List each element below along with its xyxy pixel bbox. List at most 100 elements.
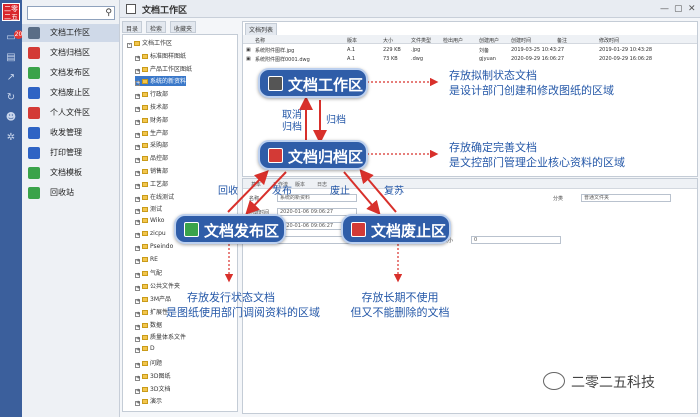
tab-favorites[interactable]: 收藏夹 — [170, 21, 197, 33]
field-input[interactable]: 0 — [471, 236, 561, 244]
detail-tab[interactable]: 版本 — [295, 182, 306, 188]
expand-icon[interactable]: + — [135, 232, 141, 238]
tree-node[interactable]: +RE — [135, 256, 158, 264]
tree-node[interactable]: +品控部 — [135, 153, 168, 164]
expand-icon[interactable]: + — [135, 362, 141, 368]
tree-node[interactable]: +质量体系文件 — [135, 332, 186, 343]
settings-icon[interactable]: ✲ — [6, 132, 16, 143]
expand-icon[interactable]: + — [135, 374, 141, 381]
tree-node[interactable]: +扩展性 — [135, 307, 168, 317]
tree-node[interactable]: +数据 — [135, 320, 162, 330]
tree-node[interactable]: +行政部 — [135, 89, 168, 100]
expand-icon[interactable]: + — [135, 144, 141, 151]
column-header[interactable]: 版本 — [347, 38, 358, 44]
tree-node[interactable]: +在线测试 — [135, 192, 174, 202]
tree-node[interactable]: +技术部 — [135, 102, 168, 112]
tree-node[interactable]: +Pseindo — [135, 243, 173, 251]
tree-node[interactable]: +气配 — [135, 268, 162, 279]
expand-icon[interactable]: + — [135, 219, 141, 226]
column-header[interactable]: 检出用户 — [443, 38, 464, 44]
expand-icon[interactable]: + — [135, 106, 141, 112]
collapse-icon[interactable]: - — [127, 42, 132, 48]
nav-item[interactable]: 收发管理 — [22, 124, 119, 142]
column-header[interactable]: 创建用户 — [479, 38, 500, 44]
nav-search-input[interactable] — [28, 7, 100, 19]
expand-icon[interactable]: + — [135, 195, 141, 202]
expand-icon[interactable]: + — [135, 323, 141, 330]
column-header[interactable]: 名称 — [255, 38, 266, 44]
tree-node[interactable]: +标准图样图纸 — [135, 51, 186, 61]
expand-icon[interactable]: + — [135, 347, 141, 354]
expand-icon[interactable]: + — [135, 182, 141, 189]
tree-node[interactable]: +产品工作区图纸 — [135, 64, 192, 74]
expand-icon[interactable]: + — [135, 298, 141, 304]
tree-node[interactable]: +Wiko — [135, 217, 164, 226]
column-header[interactable]: 创建时间 — [511, 38, 532, 44]
nav-item[interactable]: 文档模板 — [22, 164, 119, 182]
expand-icon[interactable]: + — [135, 285, 141, 292]
tab-search[interactable]: 检索 — [146, 21, 167, 33]
expand-icon[interactable]: + — [135, 310, 141, 317]
tab-directory[interactable]: 目录 — [122, 21, 143, 33]
nav-item[interactable]: 文档发布区 — [22, 64, 119, 82]
expand-icon[interactable]: + — [135, 118, 141, 125]
detail-tab[interactable]: 日志 — [317, 182, 328, 188]
expand-icon[interactable]: + — [135, 257, 141, 264]
people-icon[interactable]: ☻ — [5, 112, 17, 123]
nav-item[interactable]: 文档归档区 — [22, 44, 119, 62]
expand-icon[interactable]: + — [135, 157, 141, 164]
field-input[interactable] — [277, 236, 357, 244]
field-input[interactable]: 2020-01-06 09:06:27 — [277, 208, 357, 216]
minimize-icon[interactable]: — — [660, 4, 669, 14]
tree-node[interactable]: +3D图纸 — [135, 371, 170, 381]
refresh-icon[interactable]: ↻ — [6, 92, 16, 103]
tree-node[interactable]: +工艺部 — [135, 179, 168, 189]
expand-icon[interactable]: + — [135, 336, 141, 343]
tree-node[interactable]: +测试 — [135, 204, 162, 215]
tree-node[interactable]: +3D文档 — [135, 384, 170, 394]
tree-node[interactable]: +问题 — [135, 358, 162, 368]
expand-icon[interactable]: + — [135, 67, 141, 74]
tree-node[interactable]: +采购部 — [135, 140, 168, 151]
column-header[interactable]: 修改时间 — [599, 38, 620, 44]
tree-node[interactable]: +演示 — [135, 396, 162, 407]
search-icon[interactable]: ⚲ — [105, 8, 112, 18]
field-input[interactable]: 普通文件夹 — [581, 194, 671, 202]
document-icon[interactable]: ▤ — [6, 52, 16, 63]
expand-icon[interactable]: + — [135, 131, 141, 138]
expand-icon[interactable]: + — [135, 400, 141, 407]
nav-item[interactable]: 回收站 — [22, 184, 119, 202]
expand-icon[interactable]: + — [135, 54, 141, 61]
tree-node[interactable]: +D — [135, 345, 155, 354]
expand-icon[interactable]: + — [135, 93, 141, 100]
tree-node[interactable]: +zicpu — [135, 230, 166, 238]
expand-icon[interactable]: + — [135, 272, 141, 279]
close-icon[interactable]: ✕ — [688, 4, 696, 14]
expand-icon[interactable]: + — [135, 387, 141, 394]
column-header[interactable]: 备注 — [557, 38, 568, 44]
tree-node[interactable]: +系统的新资料 — [135, 76, 187, 87]
column-header[interactable]: 大小 — [383, 38, 394, 44]
tree-node[interactable]: +公共文件夹 — [135, 281, 180, 292]
field-input[interactable]: 系统的新资料 — [277, 194, 357, 202]
nav-item[interactable]: 个人文件区 — [22, 104, 119, 122]
chart-icon[interactable]: ↗ — [6, 72, 16, 83]
detail-tab[interactable]: 工作流 — [273, 182, 289, 188]
field-input[interactable]: 2020-01-06 09:06:27 — [277, 222, 357, 230]
detail-tab[interactable]: 基本 — [251, 182, 262, 188]
tree-node[interactable]: +财务部 — [135, 115, 168, 125]
expand-icon[interactable]: + — [135, 170, 141, 176]
nav-item[interactable]: 打印管理 — [22, 144, 119, 162]
tree-node[interactable]: +销售部 — [135, 166, 168, 176]
expand-icon[interactable]: + — [135, 208, 141, 215]
column-header[interactable]: 文件类型 — [411, 38, 432, 44]
maximize-icon[interactable]: ▢ — [674, 4, 683, 14]
monitor-icon[interactable]: ▭ — [6, 32, 16, 43]
expand-icon[interactable]: + — [135, 80, 141, 87]
tree-node[interactable]: -文档工作区 — [127, 38, 172, 48]
tree-node[interactable]: +3M产品 — [135, 294, 171, 304]
expand-icon[interactable]: + — [135, 244, 141, 251]
nav-item[interactable]: 文档废止区 — [22, 84, 119, 102]
